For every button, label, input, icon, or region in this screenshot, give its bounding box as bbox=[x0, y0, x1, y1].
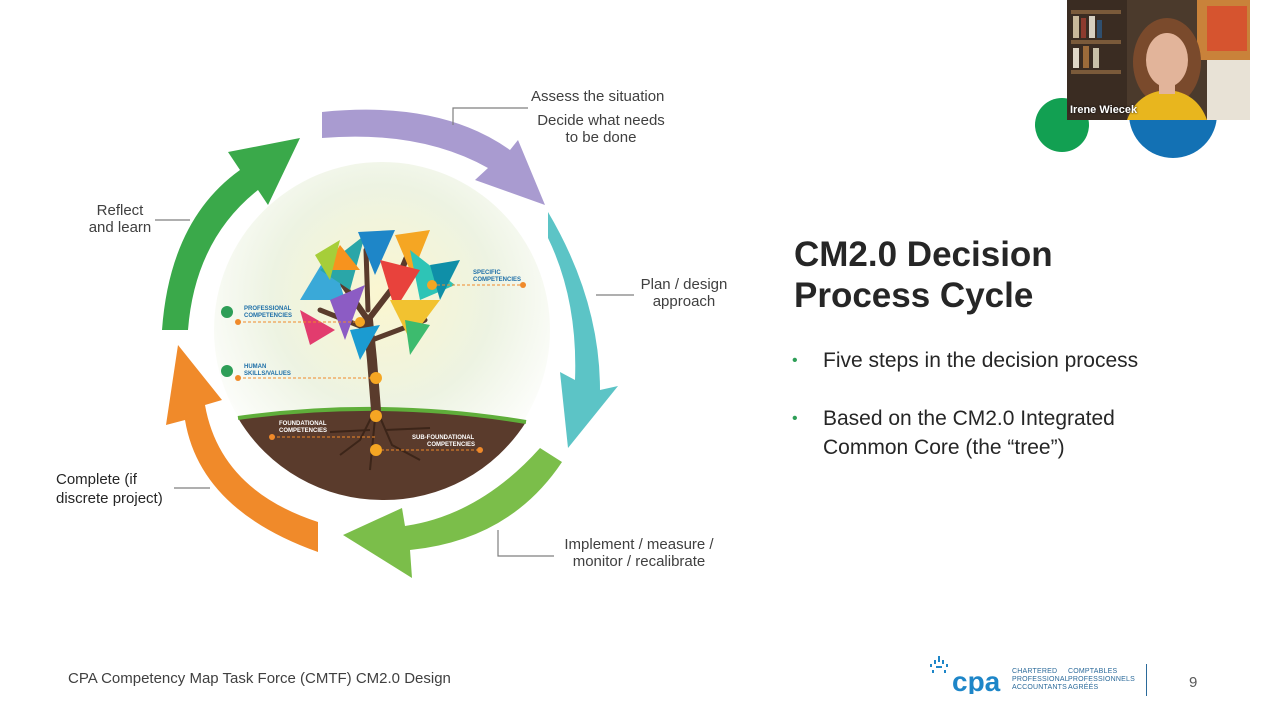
step-label-line: to be done bbox=[565, 129, 637, 146]
cpa-logo-mark: cpa bbox=[952, 666, 1001, 694]
step-label-line: Implement / measure / bbox=[564, 536, 714, 553]
tree-label-subfoundational-1: SUB-FOUNDATIONAL bbox=[412, 435, 475, 441]
bullet-text: Five steps in the decision process bbox=[823, 349, 1139, 372]
slide-footer: CPA Competency Map Task Force (CMTF) CM2… bbox=[68, 670, 451, 687]
tree-label-human-2: SKILLS/VALUES bbox=[244, 371, 291, 377]
step-label-reflect: Reflect and learn bbox=[80, 202, 160, 236]
step-label-implement: Implement / measure / monitor / recalibr… bbox=[554, 536, 724, 570]
bullet-dot-icon: • bbox=[792, 410, 798, 427]
tree-illustration: SPECIFIC COMPETENCIES PROFESSIONAL COMPE… bbox=[214, 162, 550, 501]
tree-label-specific-2: COMPETENCIES bbox=[473, 277, 521, 283]
logo-text-en: CHARTERED PROFESSIONAL ACCOUNTANTS bbox=[1012, 668, 1069, 692]
bullet-list: • Five steps in the decision process • B… bbox=[792, 346, 1192, 491]
step-label-line: Decide what needs bbox=[537, 112, 665, 129]
presenter-webcam: Irene Wiecek bbox=[1067, 0, 1250, 120]
step-label-complete: Complete (if discrete project) bbox=[56, 470, 163, 508]
cpa-logo: cpa bbox=[930, 656, 1001, 694]
step-label-line: Assess the situation bbox=[531, 88, 665, 105]
tree-label-human-1: HUMAN bbox=[244, 364, 266, 370]
logo-text-fr: COMPTABLES PROFESSIONNELS AGRÉÉS bbox=[1068, 668, 1135, 692]
bullet-item: • Based on the CM2.0 Integrated Common C… bbox=[792, 404, 1192, 462]
tree-label-subfoundational-2: COMPETENCIES bbox=[427, 442, 475, 448]
webcam-video-frame bbox=[1067, 0, 1250, 120]
step-label-decide: Decide what needs to be done bbox=[531, 112, 671, 146]
tree-label-foundational-2: COMPETENCIES bbox=[279, 428, 327, 434]
bullet-dot-icon: • bbox=[792, 352, 798, 369]
arrow-assess bbox=[322, 109, 545, 205]
logo-text-line: PROFESSIONAL bbox=[1012, 676, 1069, 683]
bullet-text: Based on the CM2.0 Integrated Common Cor… bbox=[823, 407, 1115, 459]
tree-label-professional-1: PROFESSIONAL bbox=[244, 306, 292, 312]
step-label-line: and learn bbox=[88, 219, 152, 236]
label-leaders bbox=[155, 107, 634, 557]
logo-text-line: CHARTERED bbox=[1012, 668, 1058, 675]
logo-text-line: ACCOUNTANTS bbox=[1012, 684, 1067, 691]
tree-label-professional-2: COMPETENCIES bbox=[244, 313, 292, 319]
logo-divider bbox=[1146, 664, 1147, 696]
step-label-line: discrete project) bbox=[56, 490, 163, 507]
slide-title-line: Process Cycle bbox=[794, 276, 1034, 315]
slide-title-line: CM2.0 Decision bbox=[794, 235, 1053, 274]
step-label-line: approach bbox=[652, 293, 716, 310]
logo-text-line: COMPTABLES bbox=[1068, 668, 1118, 675]
step-label-line: monitor / recalibrate bbox=[572, 553, 706, 570]
step-label-line: Complete (if bbox=[56, 471, 137, 488]
arrow-implement bbox=[343, 448, 562, 578]
step-label-line: Plan / design bbox=[640, 276, 728, 293]
bullet-item: • Five steps in the decision process bbox=[792, 346, 1192, 375]
arrow-plan bbox=[548, 212, 618, 448]
cycle-arrows bbox=[162, 109, 618, 578]
tree-label-specific-1: SPECIFIC bbox=[473, 270, 501, 276]
step-label-plan: Plan / design approach bbox=[634, 276, 734, 310]
arrow-reflect bbox=[162, 138, 300, 330]
logo-text-line: PROFESSIONNELS bbox=[1068, 676, 1135, 683]
step-label-line: Reflect bbox=[96, 202, 144, 219]
tree-label-foundational-1: FOUNDATIONAL bbox=[279, 421, 327, 427]
logo-text-line: AGRÉÉS bbox=[1068, 684, 1099, 691]
decision-cycle-diagram: SPECIFIC COMPETENCIES PROFESSIONAL COMPE… bbox=[155, 107, 634, 578]
page-number: 9 bbox=[1189, 674, 1198, 691]
step-label-assess: Assess the situation bbox=[531, 88, 664, 105]
presenter-name: Irene Wiecek bbox=[1070, 104, 1138, 116]
arrow-complete bbox=[166, 345, 318, 552]
slide-title: CM2.0 Decision Process Cycle bbox=[794, 234, 1214, 316]
